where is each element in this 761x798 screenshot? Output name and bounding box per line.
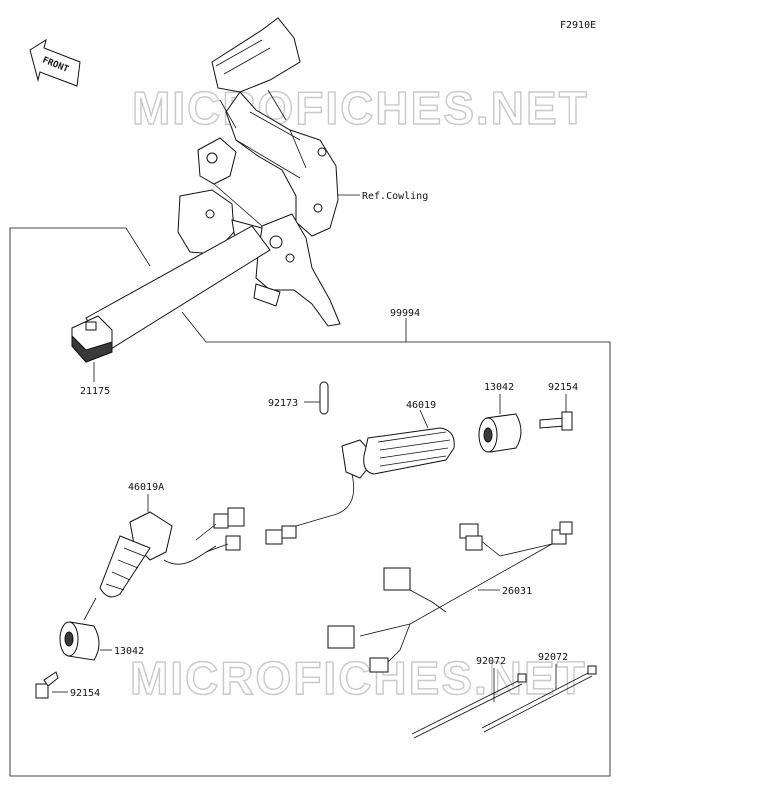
part-46019a-grip — [99, 507, 245, 598]
diagram-code: F2910E — [560, 20, 596, 31]
part-46019-grip — [265, 427, 455, 545]
part-21175-handlebar — [71, 225, 271, 363]
callout-99994: 99994 — [390, 308, 420, 319]
part-92072-cable-tie-left — [411, 673, 527, 739]
callout-92154-bottom: 92154 — [70, 688, 100, 699]
callout-21175: 21175 — [80, 386, 110, 397]
callout-92154-top: 92154 — [548, 382, 578, 393]
callout-92072-left: 92072 — [476, 656, 506, 667]
watermark-top: MICROFICHES.NET — [132, 82, 589, 134]
callout-92173: 92173 — [268, 398, 298, 409]
front-arrow-icon: FRONT — [29, 38, 81, 87]
watermark-bottom: MICROFICHES.NET — [130, 652, 587, 704]
part-92173-clip — [319, 381, 329, 415]
part-26031-harness — [327, 521, 573, 673]
part-92072-cable-tie-right — [481, 665, 597, 733]
callout-46019: 46019 — [406, 400, 436, 411]
part-13042-end-weight-bottom — [59, 621, 100, 661]
kit-outline — [9, 227, 611, 777]
callout-13042-bottom: 13042 — [114, 646, 144, 657]
callout-46019a: 46019A — [128, 482, 164, 493]
callout-13042-top: 13042 — [484, 382, 514, 393]
callout-26031: 26031 — [502, 586, 532, 597]
part-92154-bolt-bottom — [35, 671, 59, 699]
part-13042-end-weight-top — [478, 413, 522, 453]
callout-ref-cowling: Ref.Cowling — [362, 191, 428, 202]
callout-92072-right: 92072 — [538, 652, 568, 663]
part-92154-bolt-top — [539, 411, 573, 431]
